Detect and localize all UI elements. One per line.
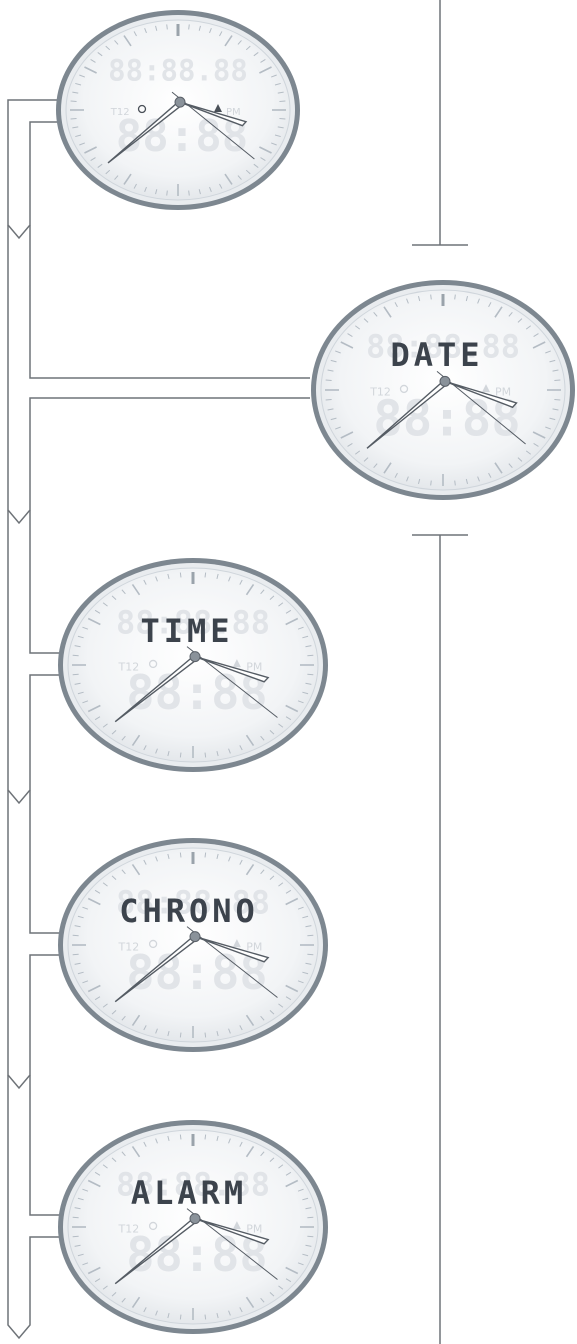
minute-marker [205, 573, 206, 578]
hand-pivot [175, 97, 185, 107]
connector-line [30, 1075, 66, 1215]
minute-marker [180, 753, 181, 758]
minute-marker [307, 655, 313, 656]
minute-marker [73, 954, 79, 955]
minute-marker [205, 1315, 206, 1320]
minute-marker [73, 655, 79, 656]
connector-line [8, 510, 66, 803]
minute-marker [307, 674, 313, 675]
connector-line [30, 790, 66, 933]
minute-marker [71, 118, 77, 119]
minute-marker [180, 1315, 181, 1320]
minute-marker [326, 400, 332, 401]
minute-marker [455, 295, 456, 300]
minute-marker [73, 1217, 79, 1218]
minute-marker [307, 954, 313, 955]
minute-marker [167, 24, 168, 29]
watch-face [66, 20, 290, 200]
minute-marker [71, 101, 77, 102]
minute-marker [73, 935, 79, 936]
minute-marker [455, 481, 456, 486]
minute-marker [205, 1135, 206, 1140]
minute-marker [167, 191, 168, 196]
watch-main: 88:88.8888:88T12PM [56, 10, 300, 210]
connector-line [8, 100, 60, 238]
minute-marker [180, 1135, 181, 1140]
minute-marker [205, 753, 206, 758]
minute-marker [279, 118, 285, 119]
connector-line [8, 225, 310, 523]
minute-marker [307, 1217, 313, 1218]
watch-face [68, 568, 318, 762]
hand-pivot [190, 652, 200, 662]
minute-marker [554, 380, 560, 381]
minute-marker [279, 101, 285, 102]
indicator-t12: T12 [369, 385, 391, 398]
lcd-top-digits: 88:88.88 [108, 54, 248, 88]
indicator-t12: T12 [118, 940, 140, 953]
minute-marker [73, 674, 79, 675]
watch-alarm: 88:88.8888:88T12PMALARM [58, 1120, 328, 1334]
hand-pivot [190, 932, 200, 942]
hand-pivot [440, 376, 450, 386]
indicator-t12: T12 [118, 1222, 140, 1235]
minute-marker [431, 295, 432, 300]
watch-date: 88:88.8888:88T12PMDATE [311, 280, 575, 500]
connector-line [30, 510, 66, 653]
minute-marker [180, 573, 181, 578]
connector-line [8, 790, 66, 1088]
mode-display-label: ALARM [131, 1174, 247, 1212]
minute-marker [180, 1033, 181, 1038]
minute-marker [189, 191, 190, 196]
watch-face [68, 1130, 318, 1324]
hand-pivot [190, 1214, 200, 1224]
connector-line [8, 1075, 66, 1338]
indicator-t12: T12 [110, 107, 130, 118]
minute-marker [326, 380, 332, 381]
mode-display-label: TIME [140, 612, 233, 650]
connector-line [30, 225, 310, 378]
indicator-pm: PM [495, 385, 511, 398]
minute-marker [307, 935, 313, 936]
minute-marker [205, 853, 206, 858]
minute-marker [205, 1033, 206, 1038]
minute-marker [189, 24, 190, 29]
minute-marker [431, 481, 432, 486]
minute-marker [554, 400, 560, 401]
mode-display-label: CHRONO [119, 892, 259, 930]
minute-marker [307, 1236, 313, 1237]
mode-display-label: DATE [390, 336, 483, 374]
minute-marker [180, 853, 181, 858]
watch-face [68, 848, 318, 1042]
minute-marker [73, 1236, 79, 1237]
indicator-t12: T12 [118, 660, 140, 673]
